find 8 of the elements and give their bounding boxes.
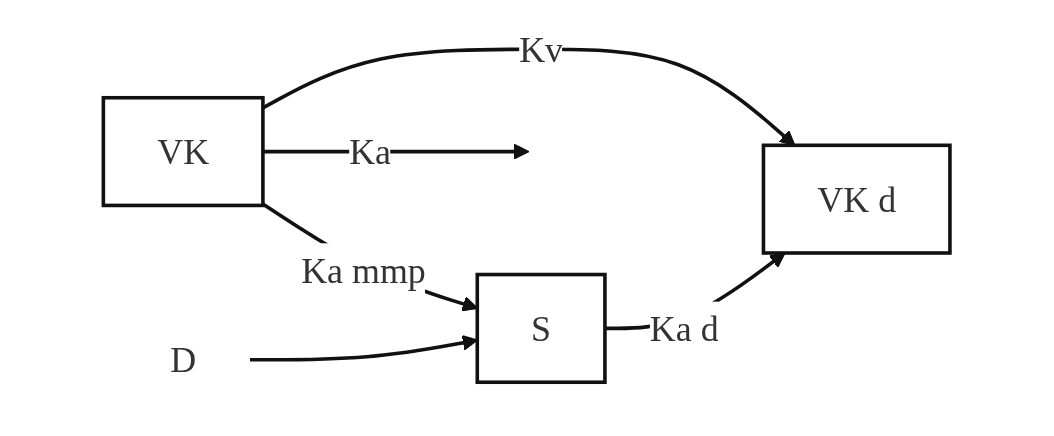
edge-label: Ka d: [650, 308, 719, 349]
edge-label: Kv: [519, 29, 564, 70]
node-box: S: [475, 272, 608, 385]
node-box: VK: [101, 95, 266, 208]
edge-label: Ka: [349, 131, 392, 172]
node-text: D: [170, 340, 197, 380]
edge-label: Ka mmp: [301, 250, 427, 290]
node-box: VK d: [762, 143, 953, 255]
